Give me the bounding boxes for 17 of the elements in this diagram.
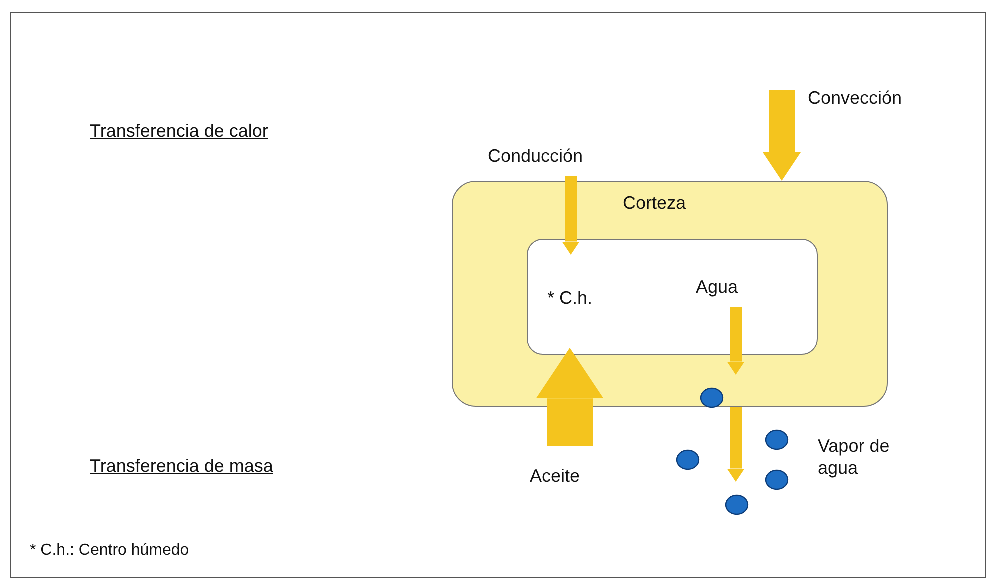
footnote: * C.h.: Centro húmedo xyxy=(30,542,190,560)
block-arrow xyxy=(536,348,604,446)
block-arrow xyxy=(727,307,745,375)
edge-label: Aceite xyxy=(530,466,580,487)
moist-center-region xyxy=(526,238,818,354)
vapor-label: Vapor de agua xyxy=(818,435,891,479)
crust-band xyxy=(452,181,888,407)
region-label: Corteza xyxy=(623,193,686,214)
block-arrow xyxy=(727,407,745,482)
section-heading: Transferencia de calor xyxy=(90,121,268,142)
edge-label: Convección xyxy=(808,88,902,109)
section-heading: Transferencia de masa xyxy=(90,456,274,477)
region-label: * C.h. xyxy=(548,288,593,308)
edge-label: Conducción xyxy=(488,146,584,167)
water-label: Agua xyxy=(696,277,738,298)
block-arrow xyxy=(562,176,580,255)
block-arrow xyxy=(762,90,802,181)
